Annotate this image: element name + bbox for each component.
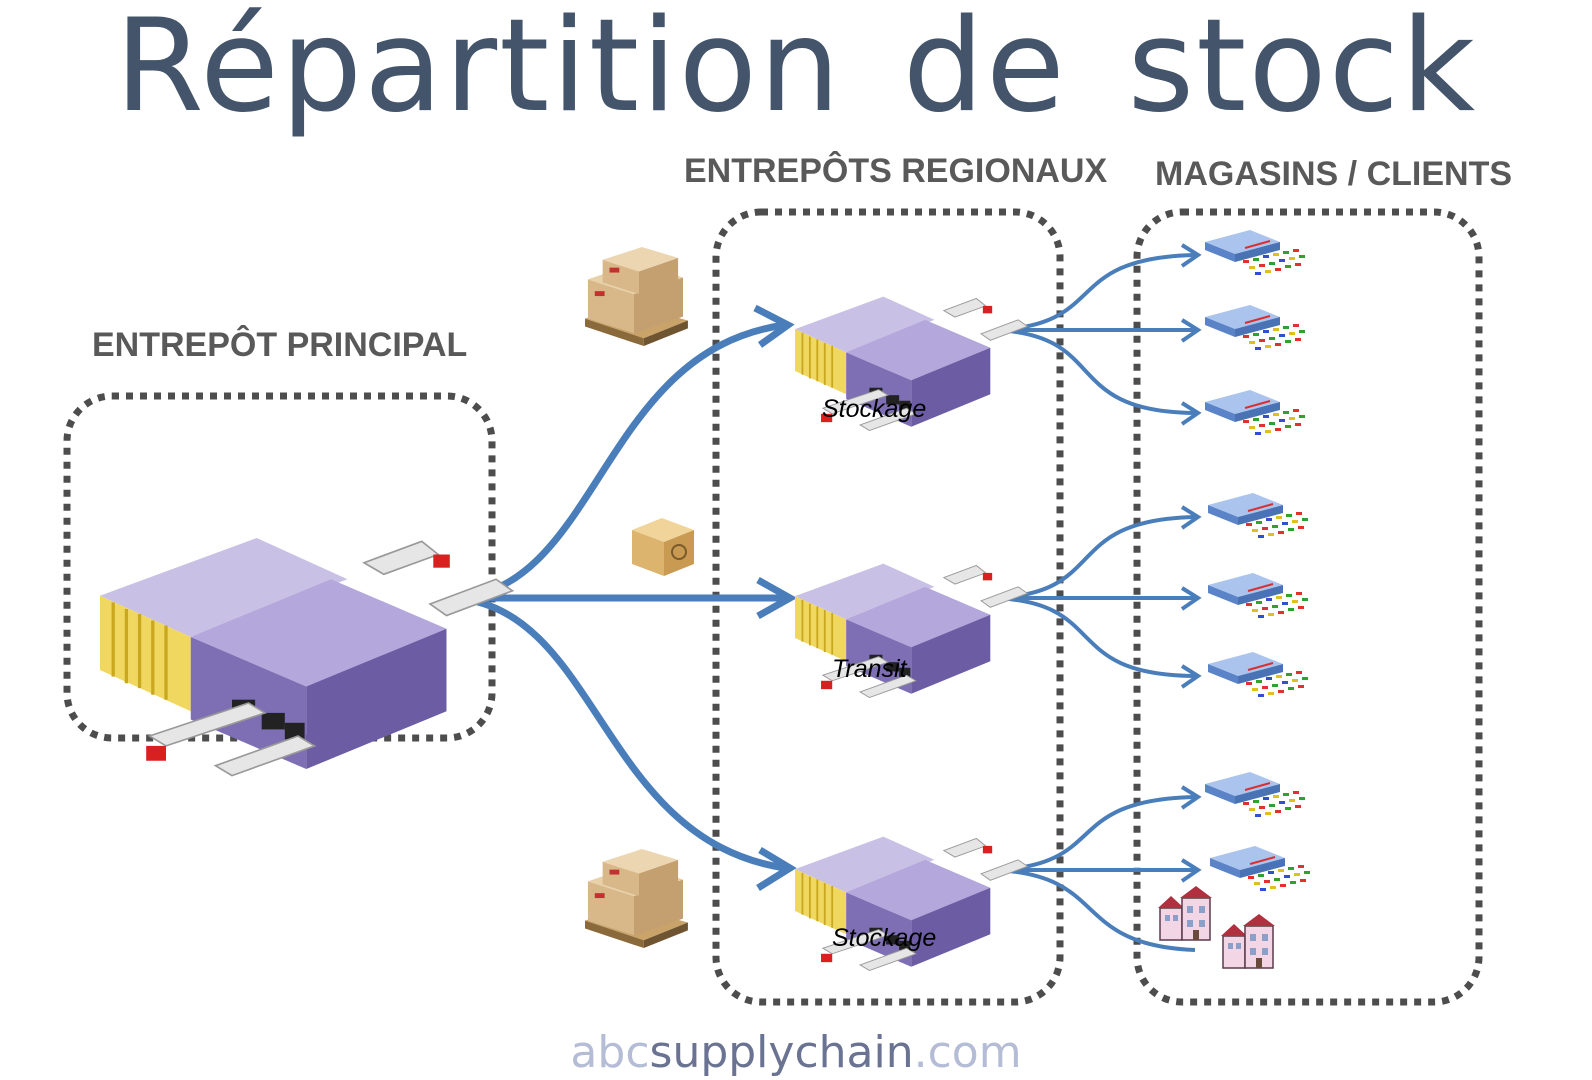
- regional-frame: [712, 208, 1064, 1006]
- fanout-arrows: [994, 253, 1196, 952]
- store-icon: [1207, 651, 1309, 698]
- regional-warehouse-icon: [794, 562, 1029, 699]
- footer-site-name: abcsupplychain.com: [0, 1027, 1592, 1078]
- regional-warehouse-label: Transit: [832, 655, 907, 683]
- store-icon: [1207, 492, 1309, 539]
- store-icon: [1204, 389, 1306, 436]
- fanout-arrowheads: [1180, 243, 1202, 883]
- footer-part-3: .com: [913, 1027, 1022, 1078]
- pallet-boxes-icon: [585, 849, 688, 949]
- parcel-icon: [632, 518, 694, 576]
- regional-warehouse-label: Stockage: [822, 395, 927, 423]
- main-warehouse-icon: [98, 536, 515, 778]
- group-label-clients: MAGASINS / CLIENTS: [1155, 155, 1513, 193]
- group-label-regional: ENTREPÔTS REGIONAUX: [684, 152, 1108, 190]
- store-icon: [1204, 304, 1306, 351]
- client-buildings-icon: [1158, 886, 1275, 969]
- store-icon: [1204, 229, 1306, 276]
- main-arrowheads: [753, 304, 798, 891]
- group-label-principal: ENTREPÔT PRINCIPAL: [92, 326, 468, 364]
- regional-warehouse-label: Stockage: [832, 924, 937, 952]
- page-title: Répartition de stock: [114, 0, 1478, 141]
- footer-part-1: abc: [570, 1027, 650, 1078]
- footer-part-2: supplychain: [649, 1027, 914, 1078]
- store-icon: [1207, 572, 1309, 619]
- clients-frame: [1133, 208, 1483, 1006]
- pallet-boxes-icon: [585, 247, 688, 347]
- store-icon: [1204, 771, 1306, 818]
- main-arrows: [451, 321, 789, 872]
- store-icon: [1209, 845, 1311, 892]
